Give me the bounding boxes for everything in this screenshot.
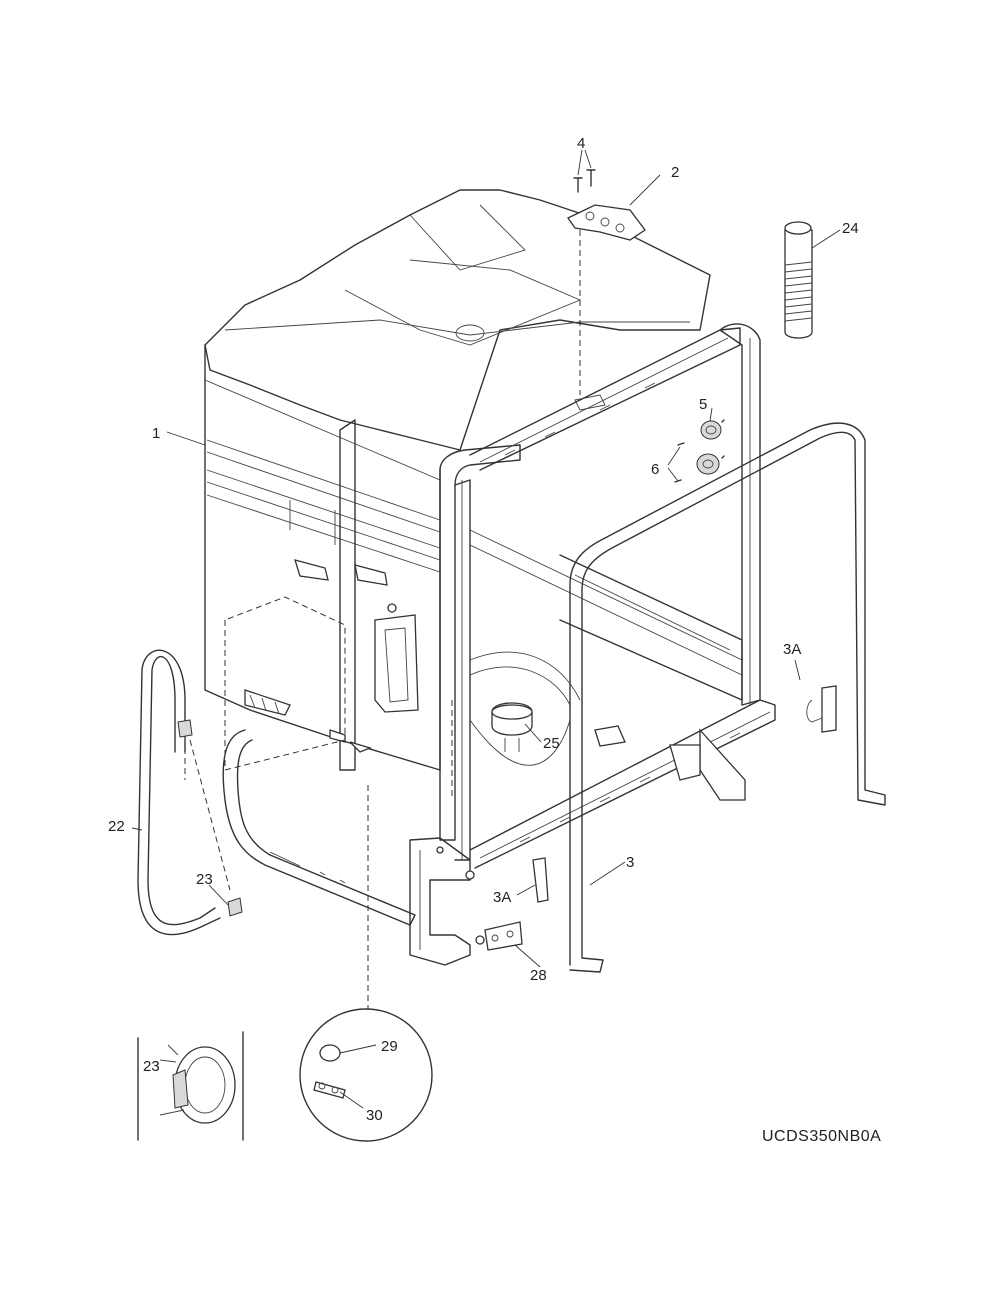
callout-23-main: 23 <box>196 871 213 888</box>
leader-lines <box>131 149 841 1109</box>
top-bracket <box>567 204 646 411</box>
screws-4 <box>573 169 596 193</box>
callout-30: 30 <box>366 1107 383 1124</box>
callout-22: 22 <box>108 818 125 835</box>
dashed-outline <box>224 596 369 1010</box>
hinge-28 <box>475 921 523 951</box>
callout-3a-lower: 3A <box>493 889 511 906</box>
hose-clamp-23 <box>227 897 243 917</box>
detail-circle <box>299 1008 433 1142</box>
floor-clip <box>594 725 626 747</box>
frame-loop <box>222 729 416 926</box>
float-25 <box>491 702 533 752</box>
callout-3: 3 <box>626 854 634 871</box>
gasket-clip-3a-lower <box>532 857 549 903</box>
tub-body <box>204 189 711 771</box>
callout-24: 24 <box>842 220 859 237</box>
lower-left-hinge <box>409 700 475 966</box>
callout-2: 2 <box>671 164 679 181</box>
callout-6: 6 <box>651 461 659 478</box>
callout-23-detail: 23 <box>143 1058 160 1075</box>
gasket-clip-3a-right <box>806 685 837 733</box>
callout-5: 5 <box>699 396 707 413</box>
diagram-code: UCDS350NB0A <box>762 1128 881 1145</box>
door-gasket <box>569 422 886 973</box>
callout-labels: 1 2 4 24 5 6 3A 25 3 3A 28 22 23 23 29 3… <box>108 135 881 1145</box>
callout-29: 29 <box>381 1038 398 1055</box>
callout-28: 28 <box>530 967 547 984</box>
callout-4: 4 <box>577 135 585 152</box>
callout-1: 1 <box>152 425 160 442</box>
fittings-5-6 <box>674 419 725 483</box>
vent-tube <box>784 221 813 339</box>
callout-25: 25 <box>543 735 560 752</box>
callout-3a-right: 3A <box>783 641 801 658</box>
detail-clamp <box>137 1031 244 1141</box>
drain-hose <box>137 649 231 936</box>
front-frame <box>439 323 776 869</box>
